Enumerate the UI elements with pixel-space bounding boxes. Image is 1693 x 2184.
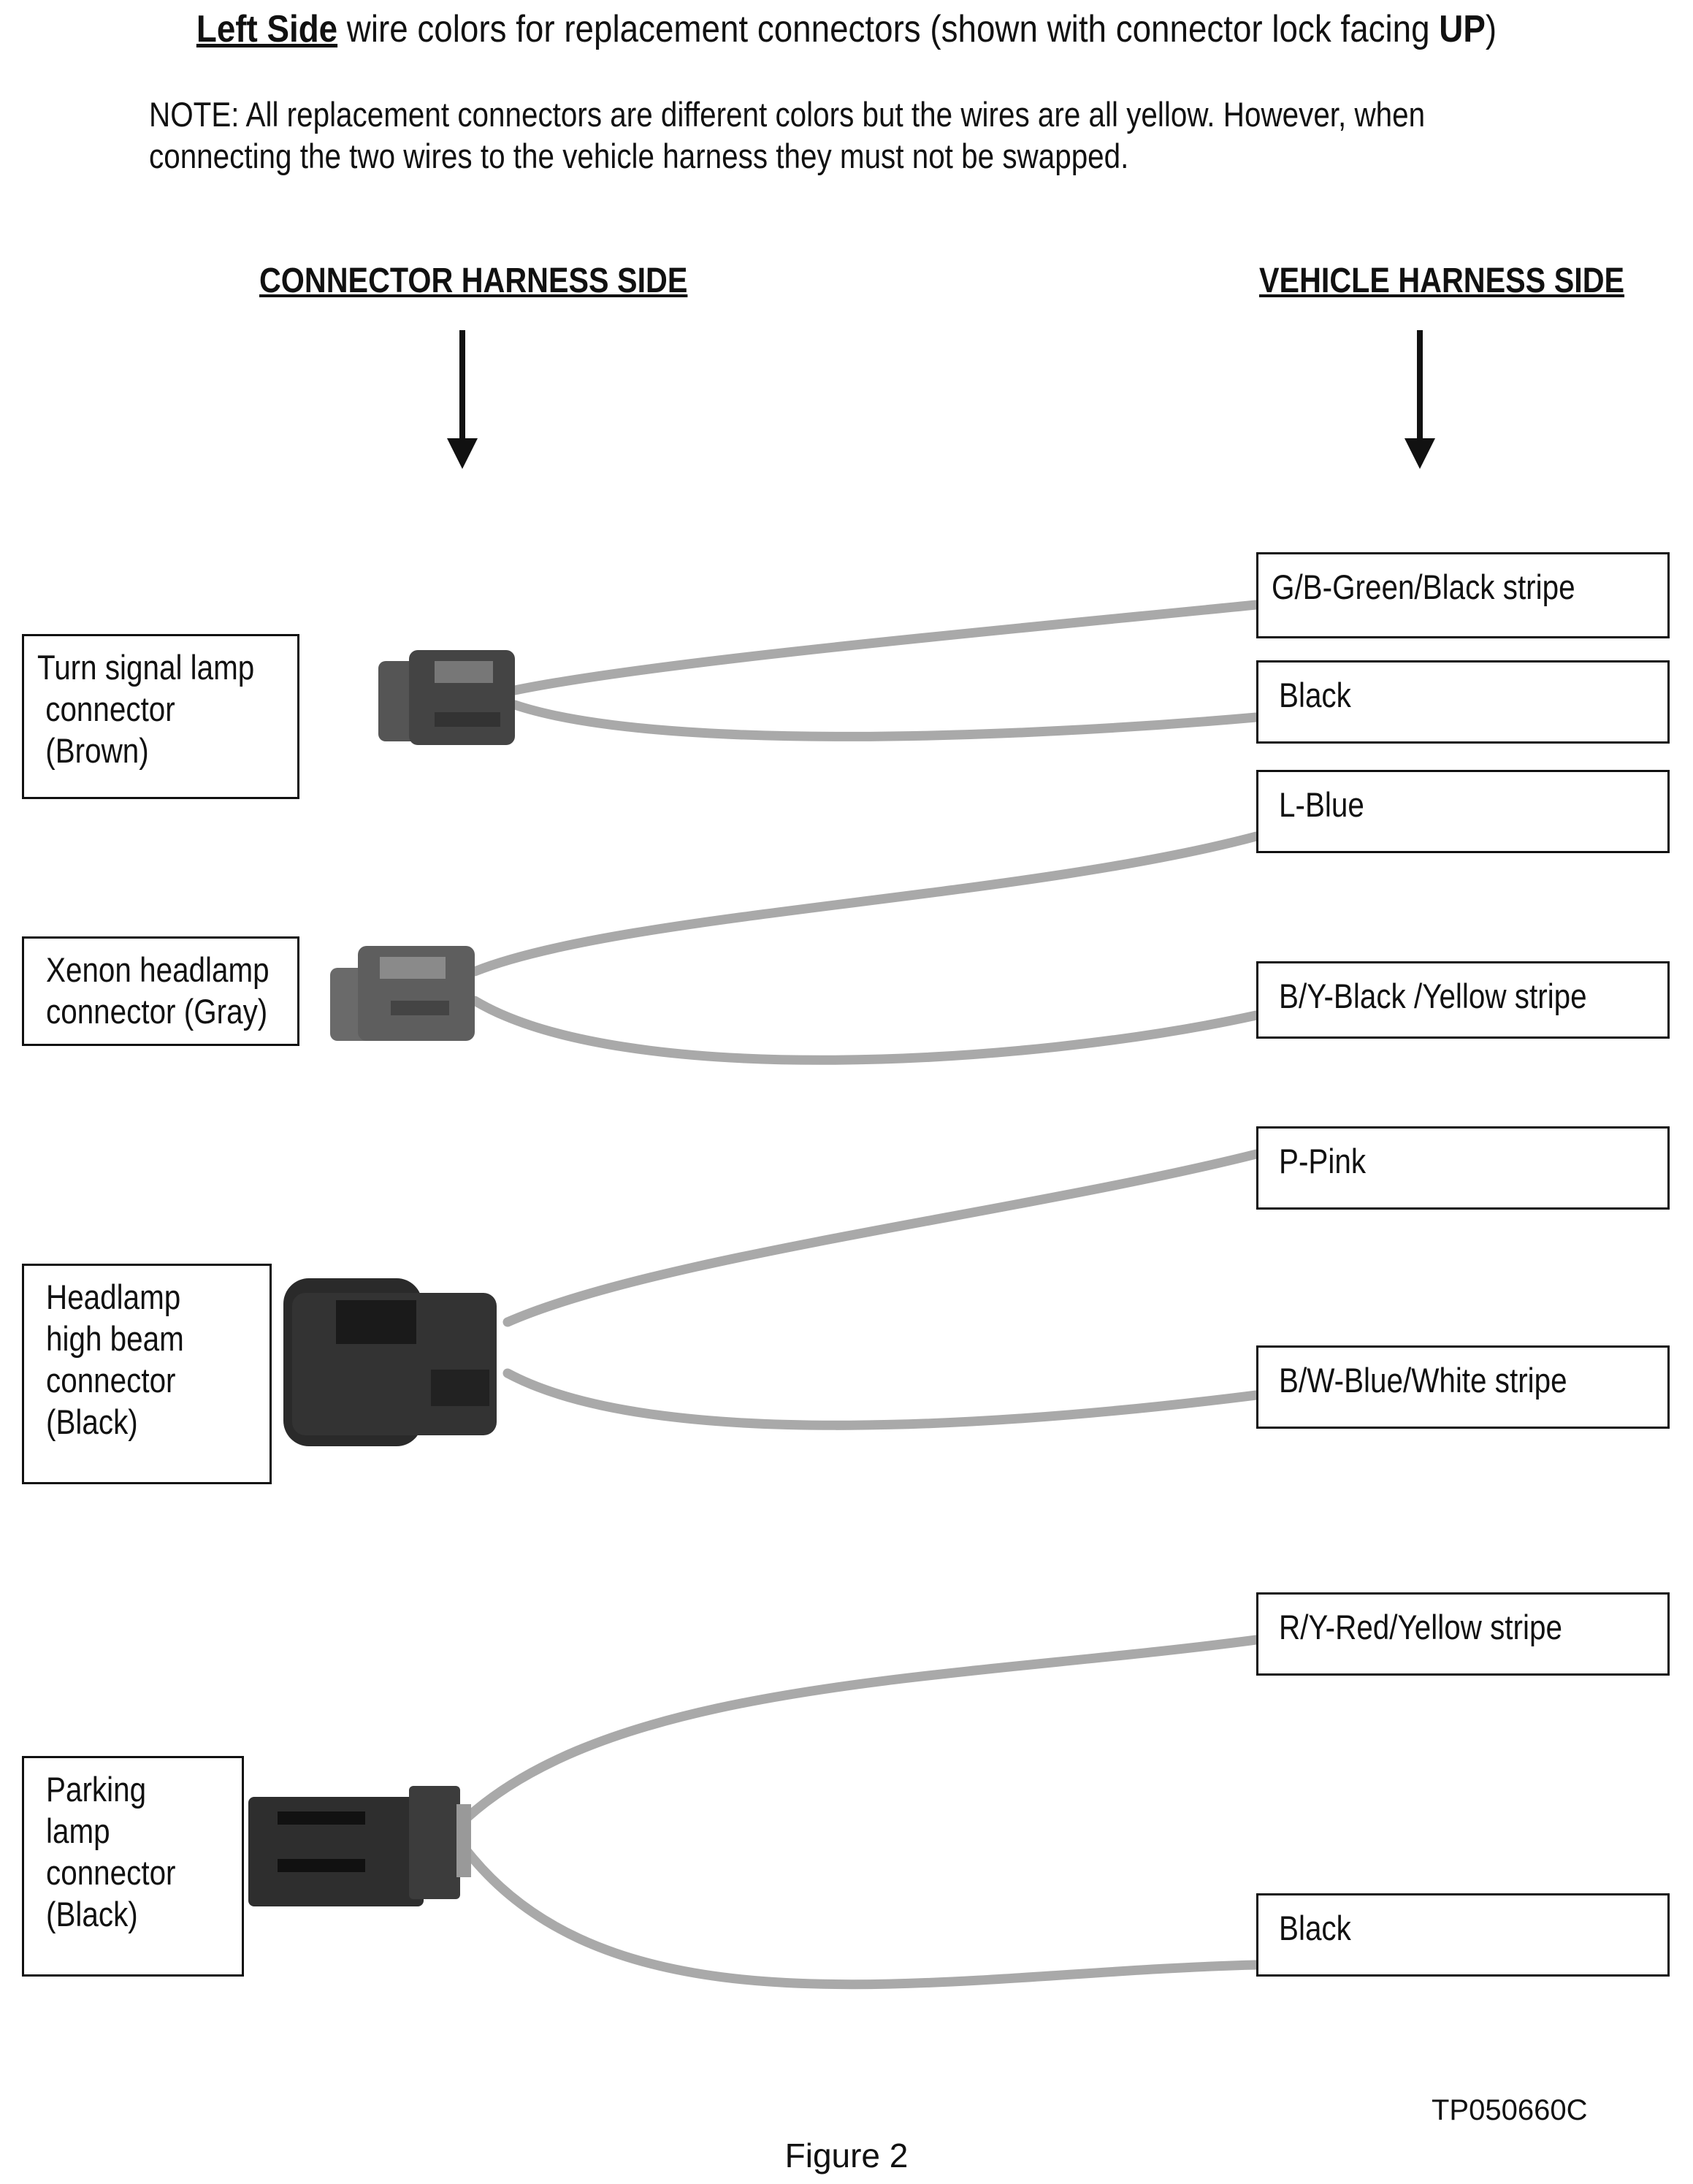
connector-side-arrow xyxy=(447,330,478,469)
connector-box-xenon: Xenon headlamp connector (Gray) xyxy=(22,936,299,1046)
wire-label: B/W-Blue/White stripe xyxy=(1279,1361,1567,1400)
title-side: Left Side xyxy=(196,8,338,50)
wire-label: Black xyxy=(1279,1909,1351,1947)
connector-box-highbeam: Headlamp high beam connector (Black) xyxy=(22,1264,272,1484)
title-middle: wire colors for replacement connectors (… xyxy=(337,8,1440,50)
wire-turn-upper xyxy=(510,600,1261,695)
wire-parking-lower xyxy=(462,1847,1261,1990)
note-text: NOTE: All replacement connectors are dif… xyxy=(149,95,1426,175)
parking-connector-shape xyxy=(248,1786,471,1906)
wire-label-box-6: B/W-Blue/White stripe xyxy=(1256,1345,1670,1429)
vehicle-harness-side-heading: VEHICLE HARNESS SIDE xyxy=(1259,261,1625,300)
wire-label: Black xyxy=(1279,676,1351,714)
page-title: Left Side wire colors for replacement co… xyxy=(102,6,1591,53)
wire-label: B/Y-Black /Yellow stripe xyxy=(1279,977,1587,1015)
wire-highbeam-upper xyxy=(502,1149,1261,1327)
connector-label: Xenon headlamp connector (Gray) xyxy=(46,950,270,1031)
connector-harness-side-heading: CONNECTOR HARNESS SIDE xyxy=(259,261,688,300)
wire-label-box-7: R/Y-Red/Yellow stripe xyxy=(1256,1592,1670,1676)
turn-signal-connector-shape xyxy=(378,650,515,745)
wire-label-box-2: Black xyxy=(1256,660,1670,744)
wire-label: G/B-Green/Black stripe xyxy=(1272,568,1575,606)
wire-xenon-lower xyxy=(470,996,1261,1065)
vehicle-side-arrow xyxy=(1405,330,1435,469)
title-close: ) xyxy=(1485,8,1497,50)
connector-box-turn-signal: Turn signal lamp connector (Brown) xyxy=(22,634,299,799)
wire-label-box-4: B/Y-Black /Yellow stripe xyxy=(1256,961,1670,1039)
wire-label: L-Blue xyxy=(1279,785,1364,824)
document-code: TP050660C xyxy=(1432,2094,1588,2126)
wire-parking-upper xyxy=(462,1635,1261,1822)
wire-label-box-3: L-Blue xyxy=(1256,770,1670,853)
highbeam-connector-shape xyxy=(283,1278,497,1446)
wire-label-box-1: G/B-Green/Black stripe xyxy=(1256,552,1670,638)
xenon-connector-shape xyxy=(330,946,475,1041)
wire-label-box-8: Black xyxy=(1256,1893,1670,1977)
title-up: UP xyxy=(1439,8,1486,50)
connector-label: Headlamp high beam connector (Black) xyxy=(46,1278,184,1441)
wire-label: R/Y-Red/Yellow stripe xyxy=(1279,1608,1562,1646)
wire-label-box-5: P-Pink xyxy=(1256,1126,1670,1210)
wire-xenon-upper xyxy=(470,831,1261,977)
wire-highbeam-lower xyxy=(502,1368,1261,1430)
wire-turn-lower xyxy=(510,700,1261,741)
wire-label: P-Pink xyxy=(1279,1142,1367,1180)
figure-caption: Figure 2 xyxy=(784,2137,909,2175)
connector-box-parking: Parking lamp connector (Black) xyxy=(22,1756,244,1977)
connector-label: Parking lamp connector (Black) xyxy=(46,1770,176,1933)
connector-label: Turn signal lamp connector (Brown) xyxy=(37,648,255,770)
